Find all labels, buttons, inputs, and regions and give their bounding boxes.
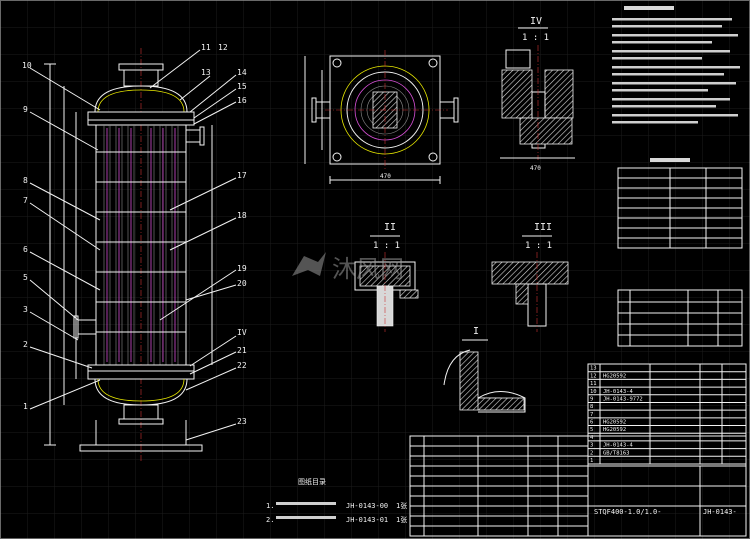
- parts-row-no: 13: [590, 366, 597, 372]
- watermark: 沐风网: [292, 252, 404, 283]
- title-block: STQF400-1.0/1.0- JH-0143-: [409, 435, 747, 537]
- parts-row-no: 9: [590, 396, 593, 402]
- leader-label: 22: [237, 361, 247, 370]
- view-iii-scale: 1 : 1: [525, 241, 552, 251]
- leader-label: 1: [23, 402, 28, 411]
- drawing-list-title: 图纸目录: [298, 477, 326, 486]
- parts-row-no: 12: [590, 373, 597, 379]
- parts-row-no: 8: [590, 404, 593, 410]
- leader-label: 23: [237, 417, 247, 426]
- parts-row-code: JH-0143-4: [603, 389, 633, 395]
- drawing-list-num: 1张: [396, 501, 407, 510]
- parts-row-no: 7: [590, 412, 593, 418]
- leader-label: 3: [23, 305, 28, 314]
- leader-label: 7: [23, 196, 28, 205]
- view-iv-label: IV: [530, 16, 542, 27]
- parts-row-code: HG20592: [603, 373, 626, 379]
- detail-view-iii: III 1 : 1: [491, 222, 569, 332]
- nozzle-table: [617, 289, 743, 347]
- parts-row-code: JH-0143-9772: [603, 396, 643, 402]
- detail-view-iv: IV 1 : 1 470: [500, 16, 575, 172]
- leader-label: 18: [237, 211, 247, 220]
- detail-view-ii: II 1 : 1: [354, 222, 419, 332]
- leader-label: 10: [22, 61, 32, 70]
- leader-label: 17: [237, 171, 247, 180]
- leader-label: 15: [237, 82, 247, 91]
- leader-label: 9: [23, 105, 28, 114]
- drawing-list-idx: 1.: [266, 502, 274, 510]
- view-ii-scale: 1 : 1: [373, 241, 400, 251]
- part-leaders: [29, 49, 237, 441]
- parts-row-no: 1: [590, 458, 593, 464]
- title-block-model: STQF400-1.0/1.0-: [594, 508, 661, 516]
- watermark-text: 沐风网: [332, 255, 404, 283]
- leader-label: 8: [23, 176, 28, 185]
- leader-label: 12: [218, 43, 228, 52]
- leader-labels: 10 11 12 13 14 15 16 9 8 7 17 18 6 5 3 1…: [22, 43, 247, 426]
- view-i-label: I: [473, 326, 479, 337]
- parts-row-no: 6: [590, 420, 593, 426]
- leader-label: IV: [237, 328, 247, 337]
- drawing-list-code: JH-0143-00: [346, 502, 388, 510]
- leader-label: 13: [201, 68, 211, 77]
- leader-label: 16: [237, 96, 247, 105]
- design-data-table: [617, 158, 743, 249]
- detail-view-i: I: [443, 326, 526, 413]
- parts-row-no: 5: [590, 427, 593, 433]
- dim-side-width: 470: [530, 165, 541, 172]
- plan-view: 470: [304, 50, 459, 184]
- parts-row-no: 3: [590, 443, 593, 449]
- parts-row-code: HG20592: [603, 420, 626, 426]
- parts-row-code: HG20592: [603, 427, 626, 433]
- leader-label: 19: [237, 264, 247, 273]
- parts-row-code: GB/T8163: [603, 450, 630, 456]
- leader-label: 5: [23, 273, 28, 282]
- leader-label: 11: [201, 43, 211, 52]
- watermark-logo-icon: [292, 252, 326, 276]
- leader-label: 14: [237, 68, 247, 77]
- view-iv-scale: 1 : 1: [522, 33, 549, 43]
- drawing-list: 图纸目录 1. JH-0143-00 1张 2. JH-0143-01 1张: [266, 477, 407, 524]
- parts-row-no: 2: [590, 450, 593, 456]
- view-iii-label: III: [534, 222, 552, 233]
- parts-row-no: 4: [590, 435, 594, 441]
- leader-label: 6: [23, 245, 28, 254]
- parts-row-no: 11: [590, 381, 597, 387]
- drawing-list-num: 1张: [396, 515, 407, 524]
- drawing-list-code: JH-0143-01: [346, 516, 388, 524]
- leader-label: 21: [237, 346, 247, 355]
- view-ii-label: II: [384, 222, 396, 233]
- drawing-list-idx: 2.: [266, 516, 274, 524]
- main-elevation-view: [44, 48, 213, 462]
- leader-label: 20: [237, 279, 247, 288]
- dim-top-width: 470: [380, 173, 391, 180]
- parts-row-no: 10: [590, 389, 597, 395]
- leader-label: 2: [23, 340, 28, 349]
- technical-notes: [612, 6, 740, 124]
- parts-row-code: JH-0143-4: [603, 443, 633, 449]
- title-block-code: JH-0143-: [703, 508, 737, 516]
